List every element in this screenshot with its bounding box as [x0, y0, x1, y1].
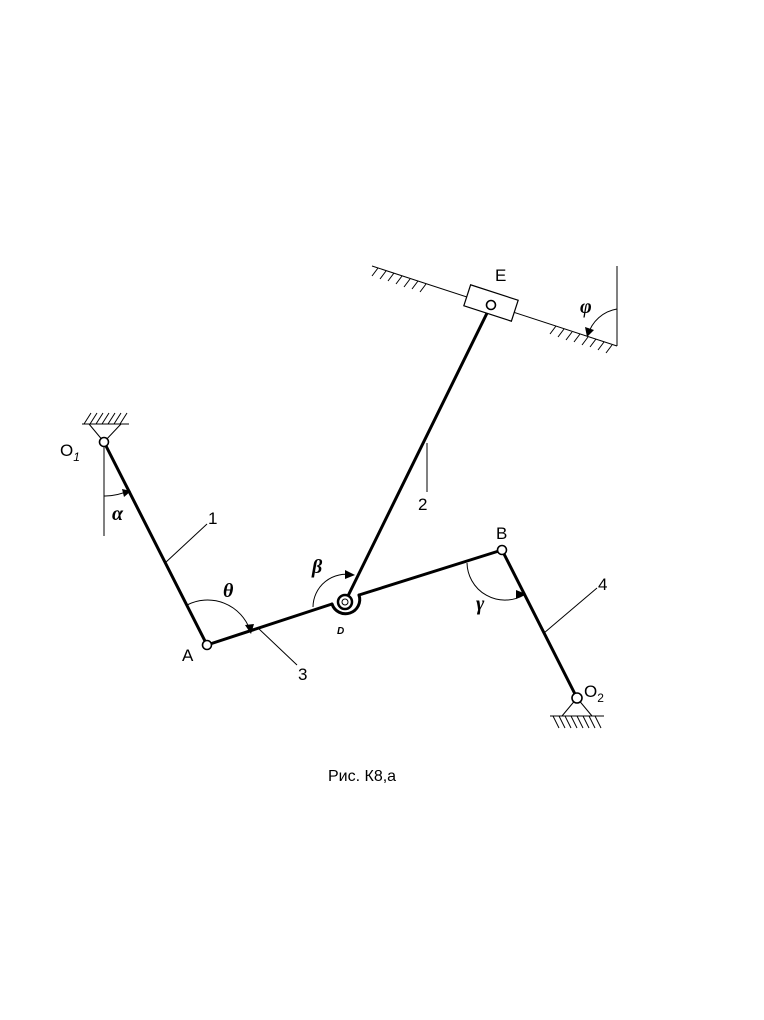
- label-link-1: 1: [208, 509, 217, 528]
- link-2: [343, 303, 493, 604]
- leader-link-4: [543, 587, 598, 634]
- joint-e: [485, 299, 497, 311]
- label-o1: O1: [60, 441, 80, 464]
- label-phi: φ: [580, 296, 592, 318]
- joint-d-inner: [341, 598, 349, 606]
- joint-a: [201, 639, 213, 651]
- label-beta: β: [311, 556, 323, 578]
- label-link-4: 4: [598, 575, 607, 594]
- label-link-2: 2: [418, 495, 427, 514]
- link-3-right: [357, 548, 504, 597]
- inclined-guide: [371, 265, 618, 354]
- label-d: D: [337, 626, 344, 637]
- label-a: A: [182, 646, 194, 665]
- label-b: B: [496, 524, 507, 543]
- label-alpha: α: [112, 503, 124, 525]
- label-link-3: 3: [298, 665, 307, 684]
- angle-arc-theta: [186, 599, 251, 631]
- angle-arc-gamma: [466, 562, 525, 601]
- joint-b: [496, 544, 508, 556]
- label-e: E: [495, 266, 506, 285]
- figure-caption: Рис. К8,а: [328, 768, 396, 785]
- label-gamma: γ: [476, 593, 485, 615]
- angle-arrow-beta: [345, 570, 355, 579]
- leader-link-1: [164, 523, 208, 564]
- angle-arrow-alpha: [122, 489, 131, 497]
- angle-arrow-gamma: [516, 590, 526, 599]
- angle-arrow-theta: [245, 624, 254, 634]
- link-1: [102, 440, 209, 647]
- link-4: [500, 548, 579, 700]
- link-3-left: [205, 602, 334, 647]
- joint-o2: [571, 692, 583, 704]
- angle-arrow-phi: [585, 327, 594, 337]
- leader-link-3: [257, 627, 298, 666]
- label-o2: O2: [584, 682, 604, 705]
- link-3-joint-arc: [330, 593, 362, 616]
- label-theta: θ: [223, 580, 234, 602]
- joint-o1: [98, 436, 110, 448]
